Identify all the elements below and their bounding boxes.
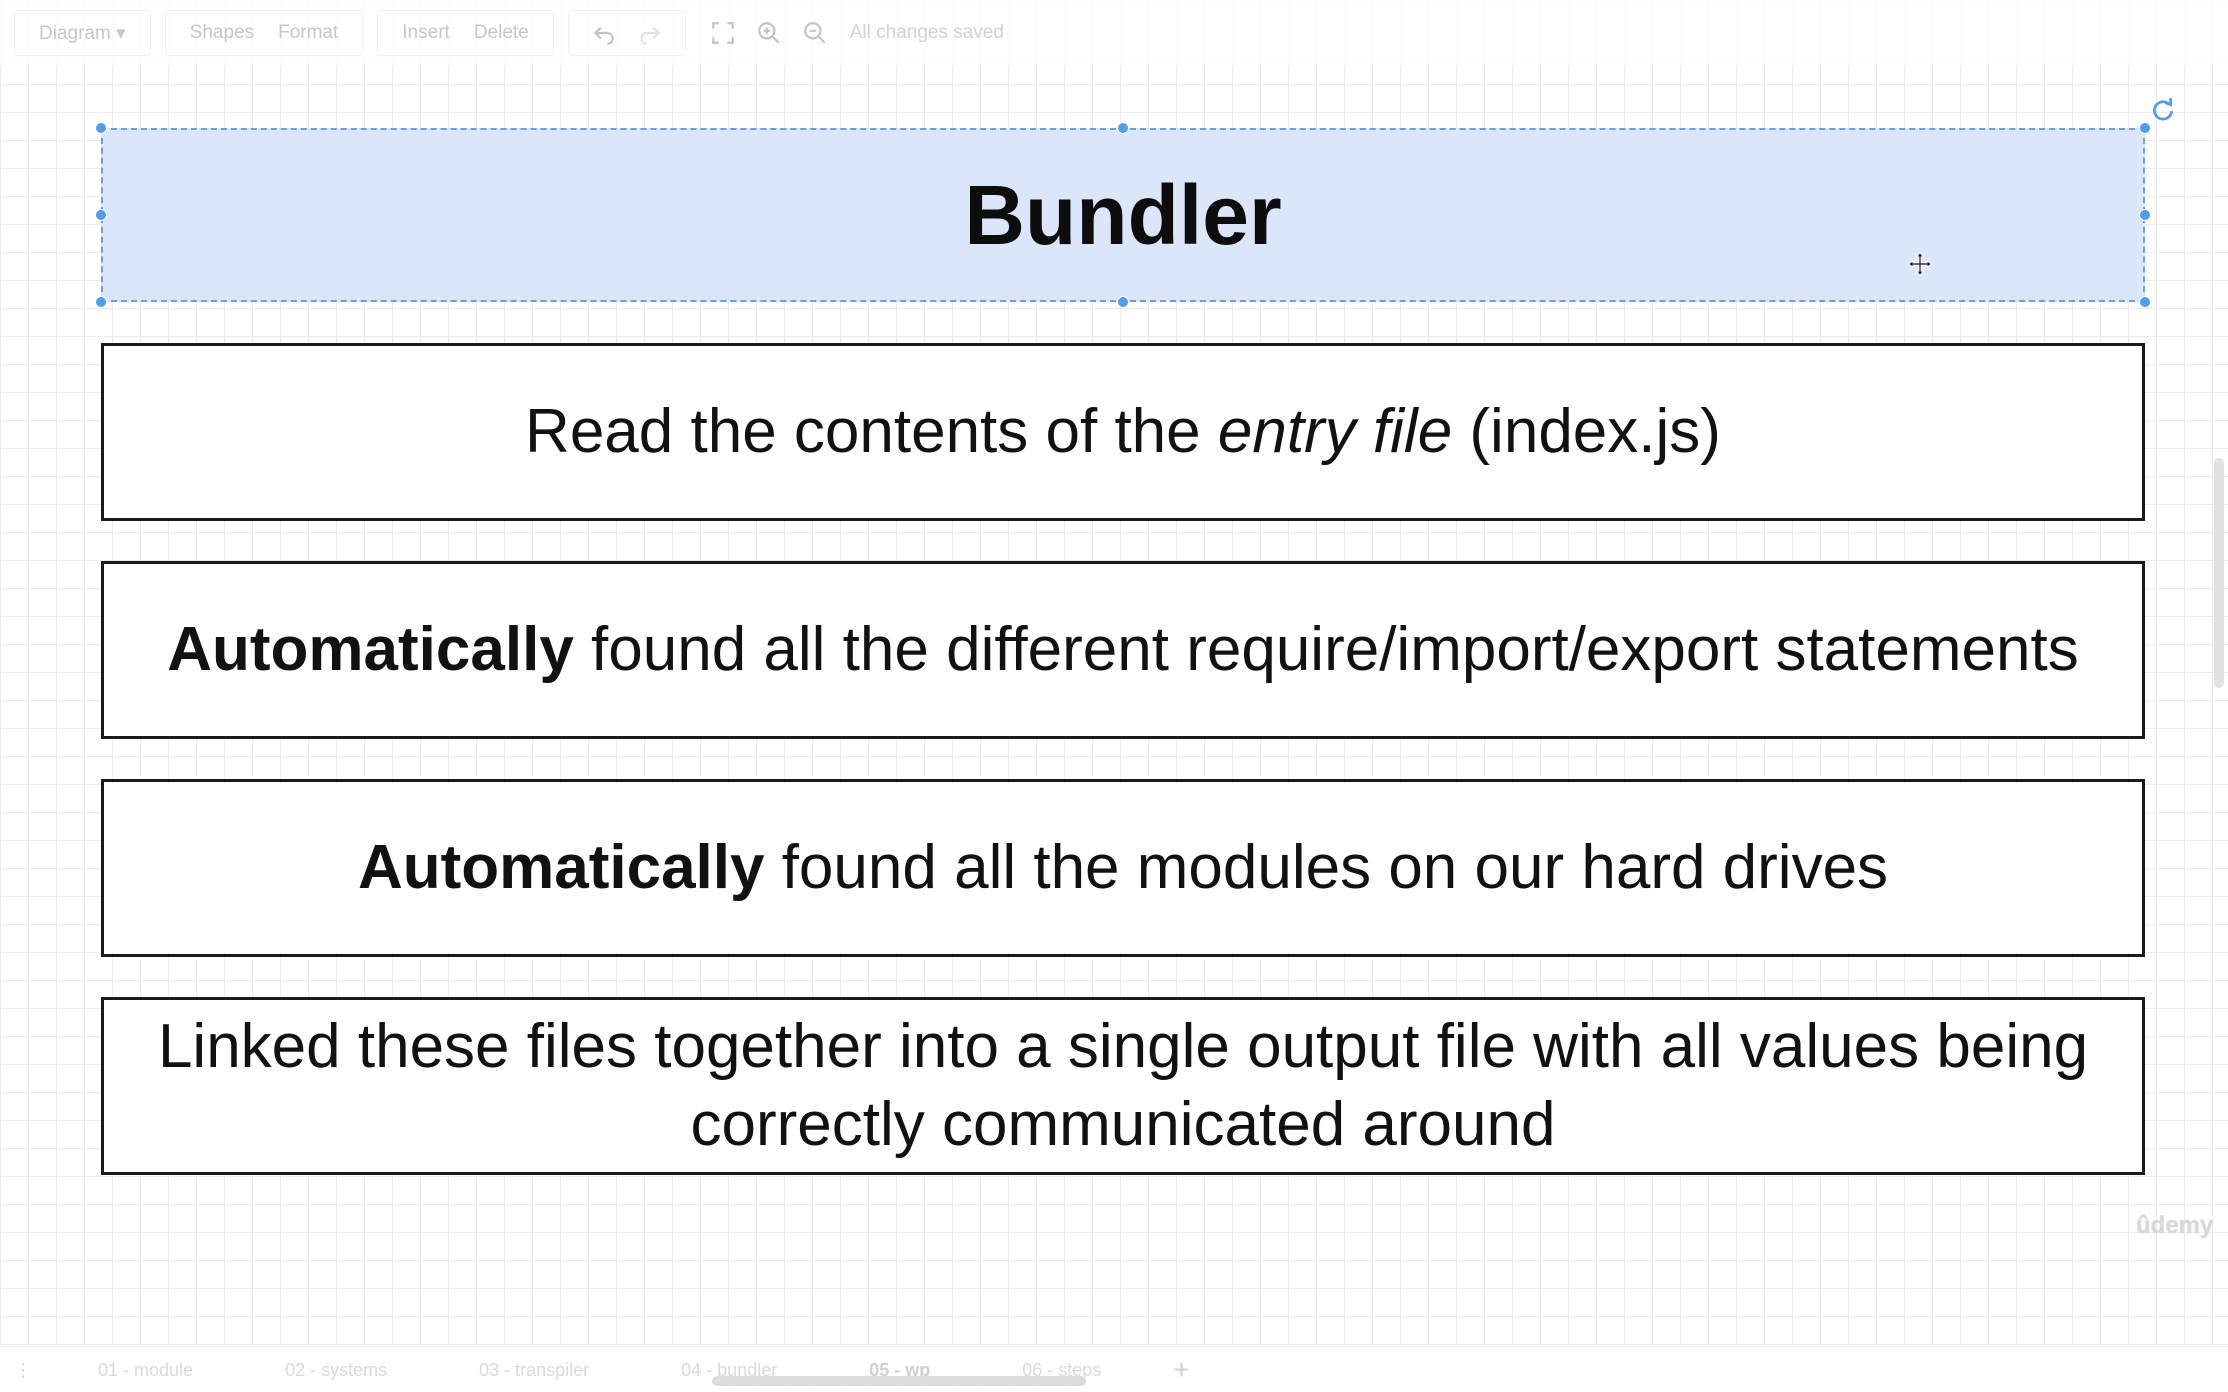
page-tab-bundler[interactable]: 04 - bundler [681, 1359, 778, 1380]
save-status: All changes saved [849, 22, 1004, 43]
diagram-menu-label: Diagram [39, 22, 111, 44]
redo-icon[interactable] [635, 18, 665, 48]
fullscreen-icon[interactable] [708, 18, 738, 48]
step-text-part: found all the modules on our hard drives [764, 832, 1889, 902]
step-text-link-line-1: Linked these files together into a singl… [157, 1011, 2089, 1081]
page-tab-transpiler[interactable]: 03 - transpiler [479, 1359, 590, 1380]
step-text-part: (index.js) [1452, 396, 1721, 466]
edit-group: Insert Delete [377, 10, 554, 56]
zoom-in-icon[interactable] [754, 18, 784, 48]
page-tab-bar: ⋮ 01 - module 02 - systems 03 - transpil… [0, 1346, 2228, 1392]
page-tab-steps[interactable]: 06 - steps [1022, 1359, 1102, 1380]
step-text-find-modules: Automatically found all the modules on o… [358, 829, 1888, 907]
step-text-read-entry: Read the contents of the entry file (ind… [525, 393, 1721, 471]
pages-menu-icon[interactable]: ⋮ [14, 1359, 32, 1380]
step-text-bold: Automatically [167, 614, 574, 684]
chevron-down-icon: ▾ [116, 22, 126, 44]
step-text-bold: Automatically [357, 832, 765, 902]
diagram-menu-group: Diagram ▾ [14, 10, 151, 56]
page-tab-systems[interactable]: 02 - systems [285, 1359, 388, 1380]
diagram-menu[interactable]: Diagram ▾ [27, 22, 138, 45]
history-group [567, 10, 686, 56]
add-page-icon[interactable]: + [1173, 1354, 1190, 1385]
step-box-find-statements[interactable]: Automatically found all the different re… [101, 561, 2145, 739]
step-text-find-statements: Automatically found all the different re… [167, 611, 2078, 689]
step-box-read-entry[interactable]: Read the contents of the entry file (ind… [101, 343, 2145, 521]
resize-handle-right[interactable] [2139, 209, 2151, 221]
delete-button[interactable]: Delete [473, 22, 529, 43]
step-text-part: Read the contents of the [525, 396, 1218, 466]
resize-handle-top-left[interactable] [95, 122, 107, 134]
step-box-link-files[interactable]: Linked these files together into a singl… [101, 997, 2145, 1175]
resize-handle-bottom-right[interactable] [2139, 296, 2151, 308]
resize-handle-bottom[interactable] [1117, 296, 1129, 308]
resize-handle-left[interactable] [95, 209, 107, 221]
undo-icon[interactable] [589, 18, 619, 48]
resize-handle-top-right[interactable] [2139, 122, 2151, 134]
panel-group: Shapes Format [164, 10, 364, 56]
step-text-link-line-2: correctly communicated around [690, 1090, 1556, 1159]
vertical-scrollbar[interactable] [2206, 0, 2228, 1340]
resize-handle-bottom-left[interactable] [95, 296, 107, 308]
page-tab-module[interactable]: 01 - module [98, 1359, 194, 1380]
page-tab-wp[interactable]: 05 - wp [869, 1359, 931, 1380]
step-text-italic: entry file [1217, 396, 1453, 466]
toolbar: Diagram ▾ Shapes Format Insert Delete Al… [0, 0, 2228, 66]
horizontal-scroll-thumb[interactable] [712, 1376, 1086, 1386]
rotate-icon[interactable] [2150, 96, 2176, 122]
zoom-out-icon[interactable] [800, 18, 830, 48]
udemy-watermark: ûdemy [2136, 1212, 2214, 1239]
format-button[interactable]: Format [278, 22, 339, 43]
resize-handle-top[interactable] [1117, 122, 1129, 134]
move-cursor-icon [1906, 250, 1934, 278]
step-text-part: found all the different require/import/e… [573, 614, 2079, 684]
bundler-title-shape[interactable]: Bundler [101, 128, 2145, 302]
insert-button[interactable]: Insert [402, 22, 450, 43]
shapes-button[interactable]: Shapes [189, 22, 255, 43]
vertical-scroll-thumb[interactable] [2214, 458, 2224, 688]
step-box-find-modules[interactable]: Automatically found all the modules on o… [101, 779, 2145, 957]
bundler-title-text: Bundler [964, 167, 1282, 262]
